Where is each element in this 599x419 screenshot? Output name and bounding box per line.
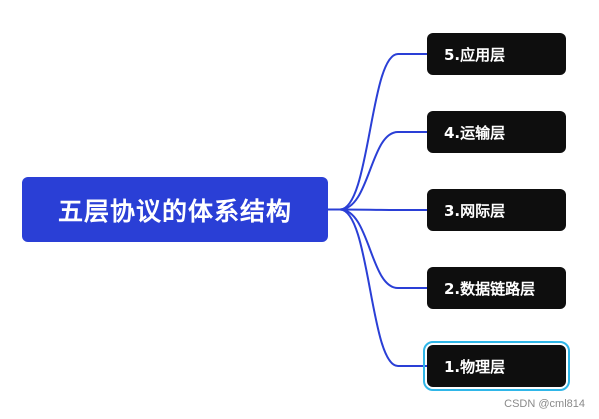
topic-label: 3.网际层 [444, 201, 506, 220]
topic-transport-layer[interactable]: 4.运输层 [427, 111, 566, 153]
topic-physical-layer[interactable]: 1.物理层 [423, 341, 570, 391]
topic-label: 4.运输层 [444, 123, 506, 142]
watermark: CSDN @cml814 [504, 398, 585, 410]
topic-label: 2.数据链路层 [444, 279, 536, 298]
topic-label: 5.应用层 [444, 45, 506, 64]
topic-data-link-layer[interactable]: 2.数据链路层 [427, 267, 566, 309]
connector-line-2 [339, 131, 427, 211]
connector-line-1 [339, 53, 427, 211]
connector-line-5 [339, 208, 427, 367]
connector-line-4 [339, 208, 427, 289]
root-topic[interactable]: 五层协议的体系结构 [22, 177, 328, 242]
topic-internet-layer[interactable]: 3.网际层 [427, 189, 566, 231]
root-topic-label: 五层协议的体系结构 [57, 196, 292, 226]
connector-line-3 [339, 208, 427, 211]
topic-application-layer[interactable]: 5.应用层 [427, 33, 566, 75]
topic-label: 1.物理层 [444, 357, 506, 376]
